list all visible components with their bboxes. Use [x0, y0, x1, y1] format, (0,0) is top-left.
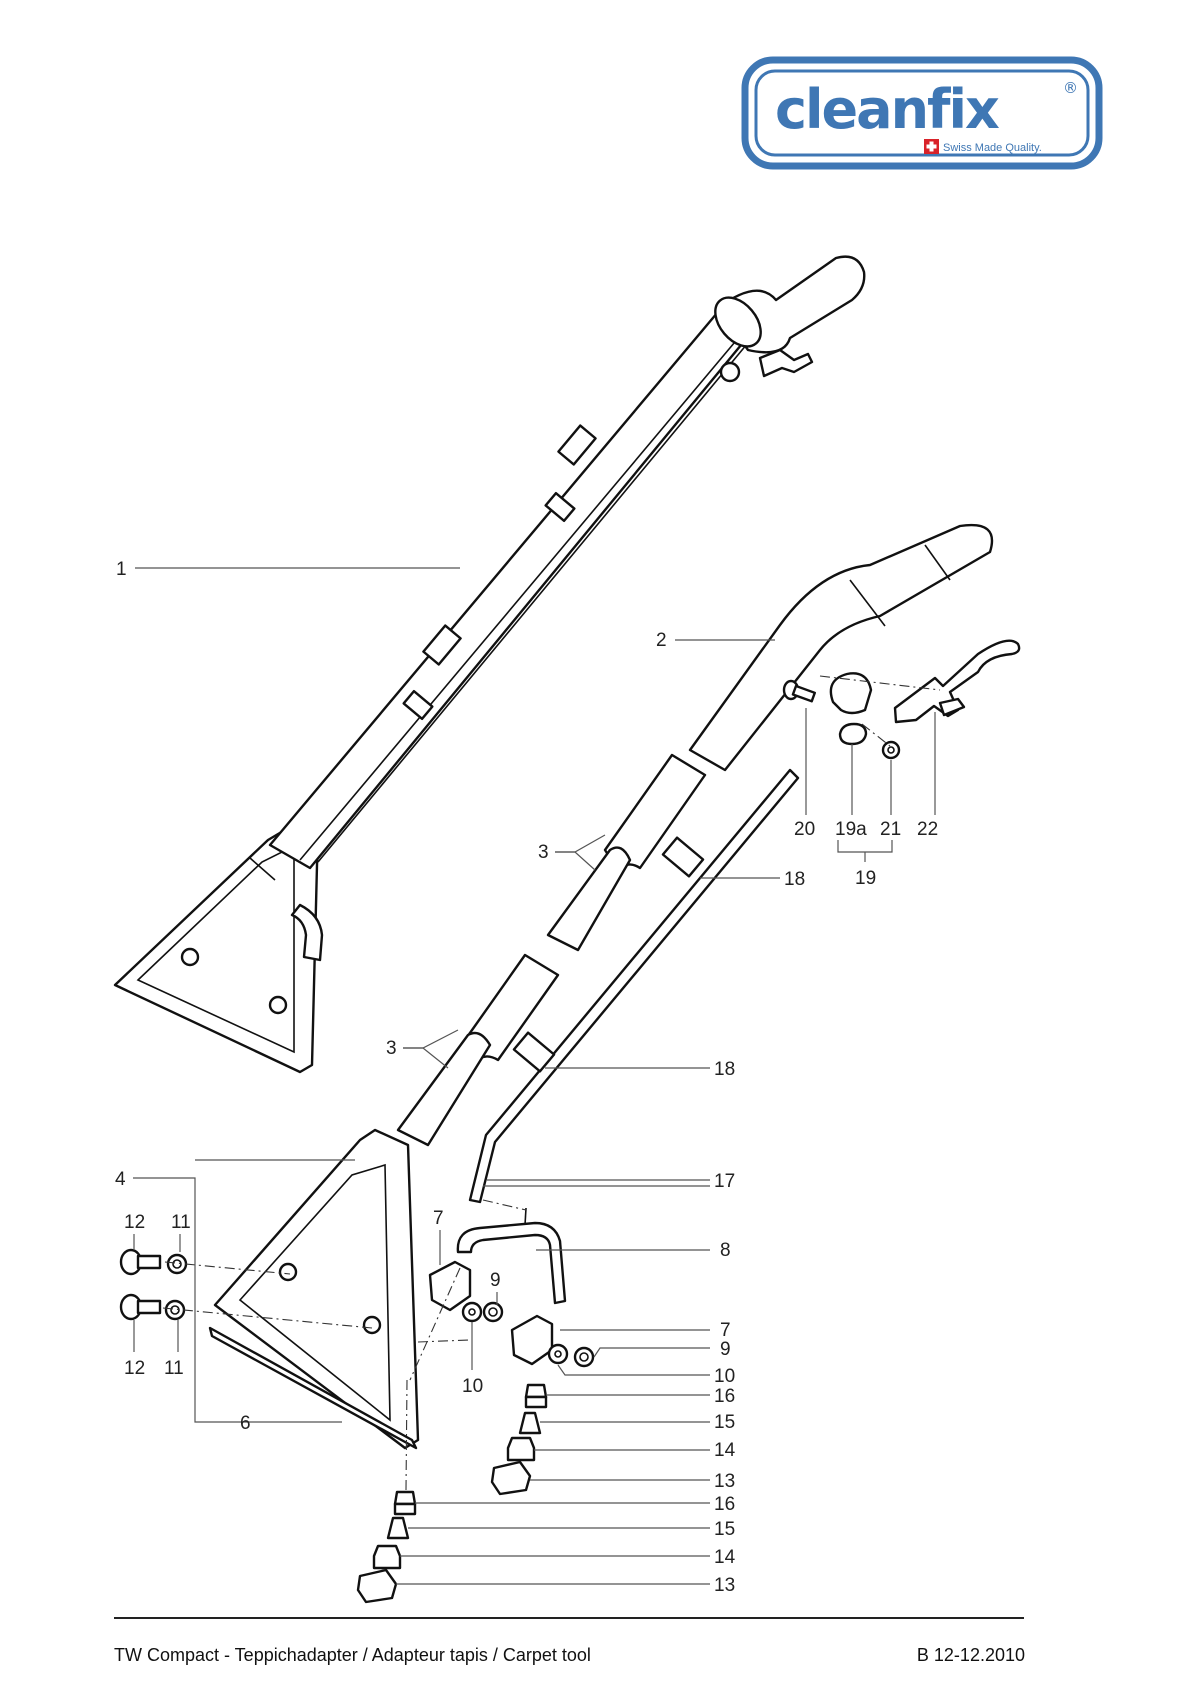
callout-7-upper: 7 — [433, 1208, 444, 1229]
callout-15-lower: 15 — [714, 1519, 735, 1540]
part-13-cap-nut — [358, 1462, 530, 1602]
part-7-bracket-lower — [512, 1316, 552, 1364]
part-4-nozzle-body — [215, 1130, 418, 1448]
callout-6: 6 — [240, 1413, 251, 1434]
part-8-spray-bar — [458, 1223, 565, 1303]
callout-11-upper: 11 — [171, 1212, 191, 1233]
callout-11-lower: 11 — [164, 1358, 184, 1379]
callout-14-lower: 14 — [714, 1547, 736, 1568]
footer-rule — [114, 1617, 1024, 1619]
callout-17: 17 — [714, 1171, 735, 1192]
callout-12-lower: 12 — [124, 1358, 145, 1379]
callout-15-upper: 15 — [714, 1412, 735, 1433]
callout-12-upper: 12 — [124, 1212, 145, 1233]
callout-16-upper: 16 — [714, 1386, 735, 1407]
part-21-nut — [883, 742, 899, 758]
callout-14-upper: 14 — [714, 1440, 736, 1461]
callout-18-lower: 18 — [714, 1059, 735, 1080]
callout-13-upper: 13 — [714, 1471, 735, 1492]
callout-9-upper: 9 — [490, 1270, 501, 1291]
callout-19: 19 — [855, 868, 876, 889]
callout-3-upper: 3 — [538, 842, 549, 863]
part-12-screw — [121, 1250, 160, 1319]
part-20-bolt — [784, 681, 815, 701]
callout-13-lower: 13 — [714, 1575, 735, 1596]
callout-10-lower: 10 — [714, 1366, 735, 1387]
footer-title: TW Compact - Teppichadapter / Adapteur t… — [114, 1645, 591, 1666]
footer-code: B 12-12.2010 — [917, 1645, 1025, 1666]
callout-21: 21 — [880, 819, 901, 840]
part-19a-clamp — [831, 673, 871, 744]
callout-10-upper: 10 — [462, 1376, 483, 1397]
part-22-trigger-valve — [895, 641, 1019, 722]
part-18-clip-upper — [663, 838, 703, 877]
callout-19a: 19a — [835, 819, 867, 840]
callout-2: 2 — [656, 630, 667, 651]
callout-9-lower: 9 — [720, 1339, 731, 1360]
callout-1: 1 — [116, 559, 127, 580]
callout-4: 4 — [115, 1169, 126, 1190]
callout-20: 20 — [794, 819, 815, 840]
callout-8: 8 — [720, 1240, 731, 1261]
callout-18-upper: 18 — [784, 869, 805, 890]
callout-16-lower: 16 — [714, 1494, 735, 1515]
callout-7-lower: 7 — [720, 1320, 731, 1341]
part-7-bracket-upper — [430, 1262, 470, 1310]
callout-22: 22 — [917, 819, 938, 840]
callout-3-lower: 3 — [386, 1038, 397, 1059]
